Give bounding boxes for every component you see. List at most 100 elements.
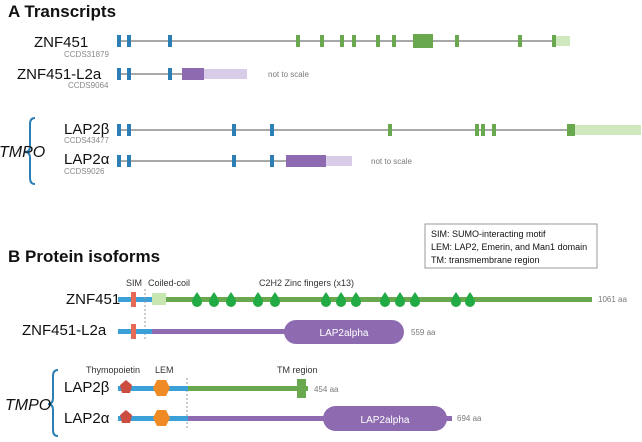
utr-purple (326, 156, 352, 166)
ccds-id: CCDS9064 (68, 81, 109, 90)
exon-blue (117, 124, 121, 136)
ccds-id: CCDS43477 (64, 136, 109, 145)
zinc-finger-icon (410, 292, 420, 307)
protein-znf451: ZNF451 1061 aa (66, 291, 627, 308)
zinc-finger-icon (253, 292, 263, 307)
exon-green (552, 35, 556, 47)
protein-segment-purple (188, 416, 452, 421)
protein-length: 559 aa (411, 328, 436, 337)
exon-purple (182, 68, 204, 80)
lap2alpha-domain-label: LAP2alpha (320, 328, 369, 339)
panel-a-title: A Transcripts (8, 2, 116, 21)
zinc-finger-icon (270, 292, 280, 307)
legend-box: SIM: SUMO-interacting motif LEM: LAP2, E… (424, 223, 598, 269)
exon-blue (117, 155, 121, 167)
zinc-finger-icon (395, 292, 405, 307)
exon-blue (127, 155, 131, 167)
protein-segment-blue (118, 386, 188, 391)
sim-domain (131, 324, 136, 339)
gene-label: ZNF451-L2a (17, 66, 102, 83)
transcript-lap2beta: LAP2β CCDS43477 (64, 121, 641, 145)
gene-label: LAP2β (64, 121, 110, 138)
tmpo-brace (24, 117, 36, 185)
exon-blue (232, 124, 236, 136)
zinc-finger-icon (465, 292, 475, 307)
zinc-finger-label: C2H2 Zinc fingers (x13) (259, 278, 354, 288)
not-to-scale-note: not to scale (268, 70, 309, 79)
exon-green (340, 35, 344, 47)
exon-green-large (413, 34, 433, 48)
exon-blue (117, 35, 121, 47)
exon-green (320, 35, 324, 47)
zinc-finger-icon (192, 292, 202, 307)
exon-blue (270, 124, 274, 136)
ccds-id: CCDS9026 (64, 167, 105, 176)
not-to-scale-note: not to scale (371, 157, 412, 166)
exon-green (455, 35, 459, 47)
lem-domain (153, 380, 170, 396)
ccds-id: CCDS31879 (64, 50, 109, 59)
exon-blue (168, 35, 172, 47)
protein-segment-green (188, 386, 308, 391)
protein-name: LAP2α (64, 410, 110, 427)
legend-lem: LEM: LAP2, Emerin, and Man1 domain (431, 242, 587, 252)
zinc-finger-icon (351, 292, 361, 307)
protein-lap2beta: LAP2β 454 aa (64, 379, 339, 398)
protein-segment-purple (152, 329, 402, 334)
tm-domain (297, 379, 306, 398)
lap2alpha-domain (284, 320, 404, 344)
legend-sim: SIM: SUMO-interacting motif (431, 229, 546, 239)
coiled-coil-label: Coiled-coil (148, 278, 190, 288)
legend-tm: TM: transmembrane region (431, 255, 540, 265)
thymopoietin-domain (120, 410, 132, 423)
zinc-finger-icon (321, 292, 331, 307)
exon-green (518, 35, 522, 47)
transcript-znf451-l2a: ZNF451-L2a CCDS9064 not to scale (17, 66, 309, 90)
sim-label: SIM (126, 278, 142, 288)
exon-green (376, 35, 380, 47)
gene-label: ZNF451 (34, 34, 88, 51)
lem-label: LEM (155, 365, 174, 375)
protein-length: 694 aa (457, 414, 482, 423)
thymopoietin-label: Thymopoietin (86, 365, 140, 375)
transcript-znf451: ZNF451 CCDS31879 (34, 34, 570, 59)
protein-name: ZNF451 (66, 291, 120, 308)
exon-green (352, 35, 356, 47)
exon-blue (270, 155, 274, 167)
exon-green (296, 35, 300, 47)
utr-green (575, 125, 641, 135)
protein-lap2alpha: LAP2α LAP2alpha 694 aa (64, 406, 482, 431)
protein-znf451-l2a: ZNF451-L2a LAP2alpha 559 aa (22, 320, 436, 344)
exon-purple (286, 155, 326, 167)
zinc-finger-icon (451, 292, 461, 307)
tmpo-brace (47, 369, 59, 437)
exon-green (475, 124, 479, 136)
exon-green (388, 124, 392, 136)
protein-name: LAP2β (64, 379, 110, 396)
transcript-lap2alpha: LAP2α CCDS9026 not to scale (64, 151, 412, 176)
zinc-finger-icon (226, 292, 236, 307)
protein-length: 454 aa (314, 385, 339, 394)
exon-green (481, 124, 485, 136)
zinc-finger-icon (380, 292, 390, 307)
lap2alpha-domain-label: LAP2alpha (361, 415, 410, 426)
zinc-fingers (192, 292, 475, 307)
lem-domain (153, 410, 170, 426)
protein-length: 1061 aa (598, 295, 627, 304)
coiled-coil-domain (152, 293, 166, 305)
exon-green (567, 124, 575, 136)
tmpo-label: TMPO (5, 397, 51, 414)
protein-segment-blue (118, 416, 188, 421)
tmpo-label: TMPO (0, 144, 45, 161)
utr-purple (204, 69, 247, 79)
zinc-finger-icon (336, 292, 346, 307)
exon-green (392, 35, 396, 47)
utr-green (556, 36, 570, 46)
exon-blue (232, 155, 236, 167)
sim-domain (131, 292, 136, 307)
exon-blue (117, 68, 121, 80)
tm-region-label: TM region (277, 365, 318, 375)
thymopoietin-domain (120, 380, 132, 393)
legend-frame (424, 223, 598, 269)
